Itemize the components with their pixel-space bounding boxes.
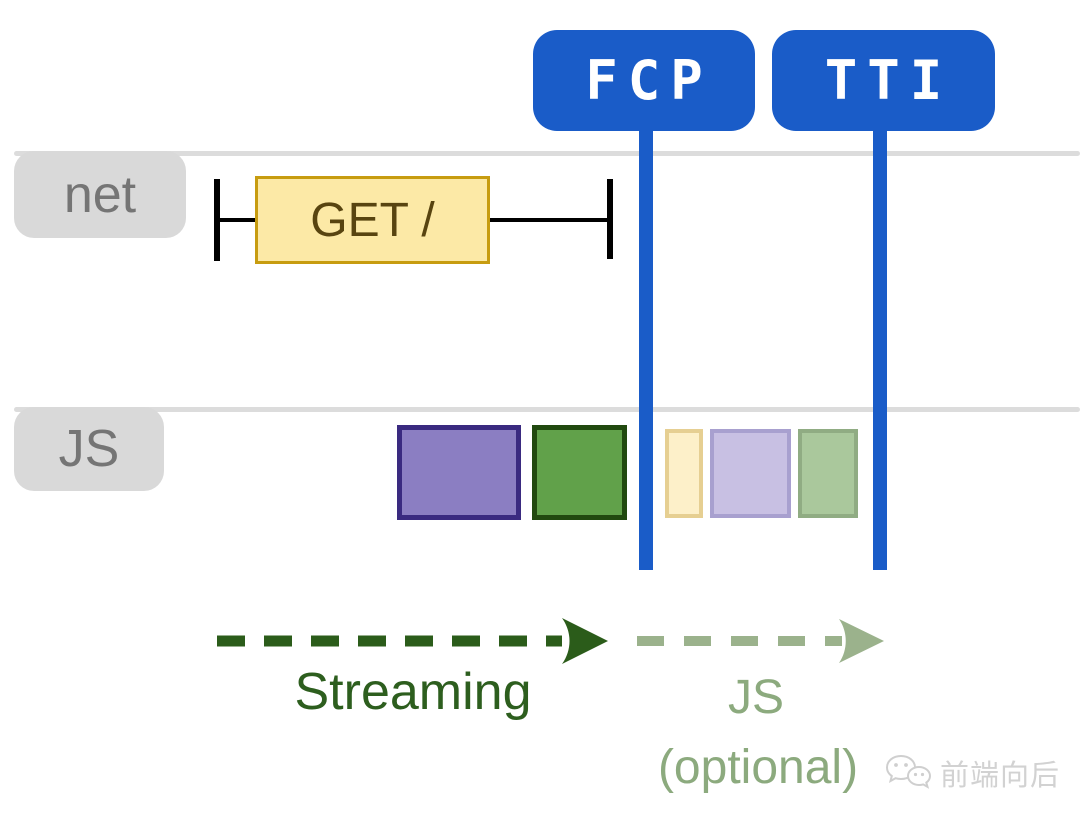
js-lane-line [14, 407, 1080, 412]
request-left-connector [218, 218, 258, 222]
js-task-block-faded [798, 429, 858, 518]
request-start-whisker [214, 179, 220, 261]
net-lane-label-text: net [63, 165, 137, 224]
tti-badge-label: TTI [824, 49, 953, 112]
js-optional-label-line1: JS [727, 671, 784, 724]
js-task-block-faded [710, 429, 791, 518]
tti-marker-line [873, 125, 887, 570]
js-lane-label-text: JS [58, 420, 120, 478]
js-task-block [397, 425, 521, 520]
net-lane-label: net [14, 151, 186, 238]
wechat-icon [885, 754, 932, 789]
fcp-marker-line [639, 125, 653, 570]
watermark: 前端向后 [884, 752, 1060, 794]
tti-badge: TTI [772, 30, 995, 131]
watermark-text: 前端向后 [940, 760, 1061, 792]
streaming-arrow-icon [217, 618, 608, 664]
request-right-connector [488, 218, 610, 222]
js-optional-arrow-icon [637, 619, 884, 663]
js-task-block-faded [665, 429, 703, 518]
net-lane-line [14, 151, 1080, 156]
get-request-box: GET / [255, 176, 490, 264]
get-request-label: GET / [310, 193, 435, 247]
request-end-whisker [607, 179, 613, 259]
js-lane-label: JS [14, 407, 164, 491]
fcp-badge: FCP [533, 30, 755, 131]
streaming-label: Streaming [294, 663, 532, 721]
js-optional-label-line2: (optional) [657, 741, 859, 794]
js-task-block [532, 425, 627, 520]
fcp-badge-label: FCP [585, 49, 713, 112]
